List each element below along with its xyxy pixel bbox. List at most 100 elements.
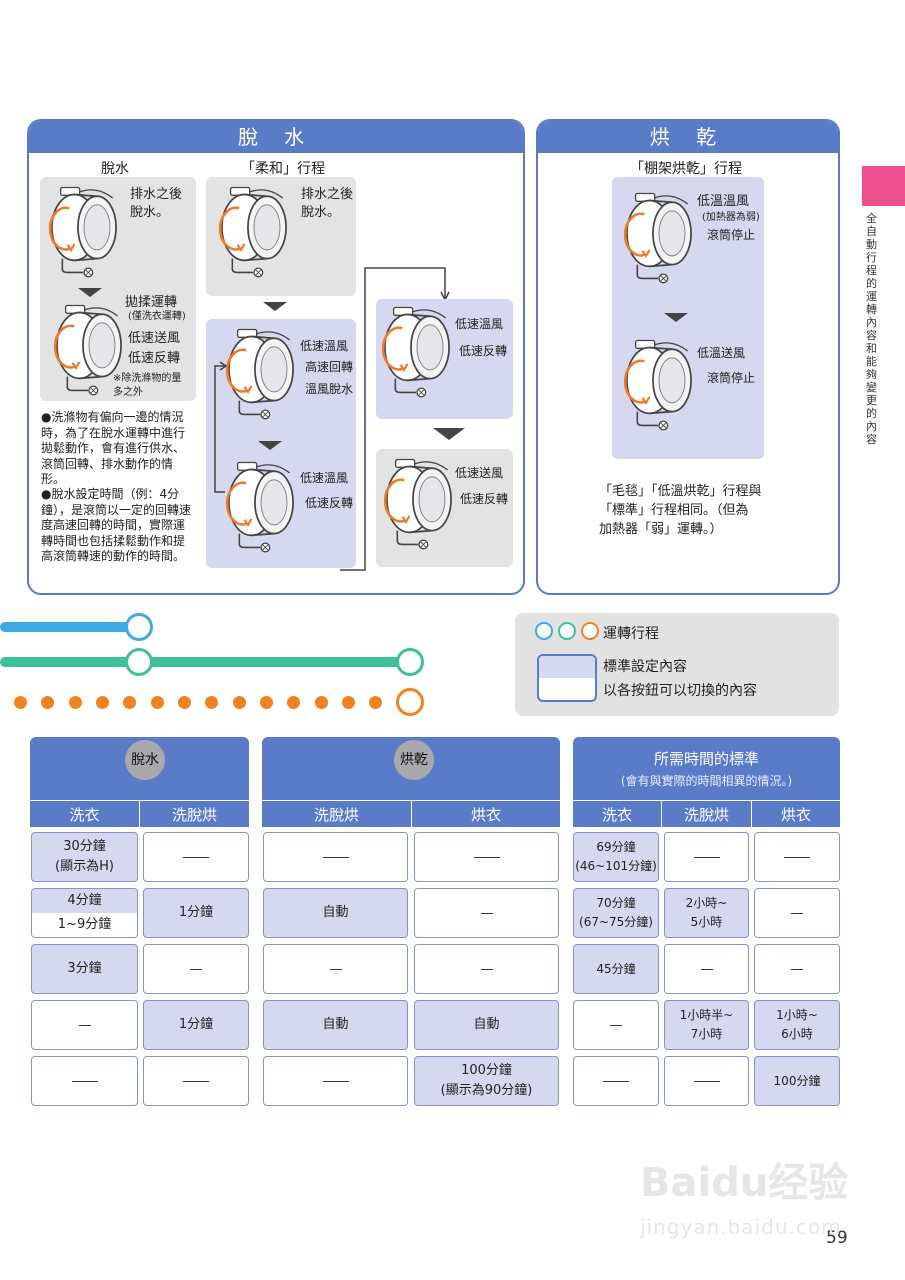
course-dot-orange <box>41 696 54 709</box>
dry-step2-b: 滾筒停止 <box>707 371 756 385</box>
time-col-wash-dry: 洗脫烘 <box>683 806 729 824</box>
down-arrow <box>263 302 287 311</box>
down-arrow <box>433 428 465 440</box>
dry-table-cell: 自動 <box>263 1000 408 1050</box>
down-arrow <box>78 288 102 297</box>
dry-table-cell <box>263 1056 408 1106</box>
dry-panel-title: 烘 乾 <box>538 121 838 153</box>
time-table-cell <box>754 944 840 994</box>
washer-illustration <box>620 333 698 433</box>
spin-col3-step2-b: 低速反轉 <box>460 492 509 506</box>
time-col-dry: 烘衣 <box>780 806 811 824</box>
section-tab <box>862 166 905 206</box>
spin-table-cell: 1分鐘 <box>143 1000 249 1050</box>
course-ring-green-1 <box>125 648 153 676</box>
time-table-cell <box>754 832 840 882</box>
time-table-cell: 70分鐘 (67~75分鐘) <box>573 888 659 938</box>
dry-table-cell <box>414 832 559 882</box>
spin-table-cell <box>31 1056 138 1106</box>
spin-note-1: ●洗滌物有偏向一邊的情況時，為了在脫水運轉中進行拋鬆動作，會有進行供水、滾筒回轉… <box>41 410 186 487</box>
section-tab-label: 全自動行程的運轉內容和能夠變更的內容 <box>866 212 877 446</box>
watermark-logo: Baidu经验 <box>640 1160 849 1206</box>
spin-col1-step2-sub: (僅洗衣運轉) <box>128 311 186 322</box>
time-table-cell: 45分鐘 <box>573 944 659 994</box>
spin-col2-step2-c: 溫風脫水 <box>305 382 354 396</box>
spin-col2-step2-a: 低速溫風 <box>300 339 349 353</box>
course-ring-green-2 <box>396 648 424 676</box>
spin-col1-step2-text2: 低速送風 <box>128 331 181 346</box>
down-arrow <box>258 441 282 450</box>
time-table-cell <box>664 1056 749 1106</box>
spin-col1-step2-text1: 拋揉運轉 <box>125 295 178 310</box>
time-table-cell: 69分鐘 (46~101分鐘) <box>573 832 659 882</box>
dry-table-cell <box>414 944 559 994</box>
header-col-divider <box>661 800 662 827</box>
spin-col3-step1-a: 低速溫風 <box>455 317 504 331</box>
legend-ring-green <box>558 622 576 640</box>
course-dot-orange <box>342 696 355 709</box>
legend-item-switchable: 以各按鈕可以切換的內容 <box>603 683 757 699</box>
dry-step1-sub: (加熱器為弱) <box>702 212 760 223</box>
legend-item-course: 運轉行程 <box>603 626 659 642</box>
course-end-ring-blue <box>125 613 153 641</box>
course-dot-orange <box>233 696 246 709</box>
legend-ring-orange <box>581 622 599 640</box>
dry-col-wash-dry: 洗脫烘 <box>313 806 359 824</box>
time-table-header <box>573 737 840 827</box>
washer-illustration <box>380 452 458 552</box>
dry-table-cell <box>263 944 408 994</box>
time-table-cell: 2小時~ 5小時 <box>664 888 749 938</box>
spin-col1-step2-note: ※除洗滌物的量 多之外 <box>113 373 182 398</box>
spin-table-cell <box>143 832 249 882</box>
time-table-cell: 100分鐘 <box>754 1056 840 1106</box>
time-table-cell <box>664 832 749 882</box>
course-dot-orange <box>178 696 191 709</box>
spin-col3-step1-b: 低速反轉 <box>459 344 508 358</box>
dry-step1-a: 低溫溫風 <box>697 194 750 209</box>
page-number: 59 <box>826 1228 848 1248</box>
spin-table-cell: 1分鐘 <box>143 888 249 938</box>
spin-col1-heading: 脫水 <box>101 161 129 177</box>
spin-panel-title: 脫 水 <box>29 121 523 153</box>
time-table-cell: 1小時半~ 7小時 <box>664 1000 749 1050</box>
course-dot-orange <box>287 696 300 709</box>
course-end-ring-orange <box>396 688 424 716</box>
course-line-green <box>0 657 410 667</box>
dry-heading: 「棚架烘乾」行程 <box>630 161 742 177</box>
time-table-cell <box>754 888 840 938</box>
dry-table-cell <box>263 832 408 882</box>
spin-table-cell <box>143 1056 249 1106</box>
dry-table-badge: 烘乾 <box>394 740 434 780</box>
course-dot-orange <box>369 696 382 709</box>
course-dot-orange <box>123 696 136 709</box>
washer-illustration <box>45 180 123 280</box>
legend-swatch <box>537 654 597 702</box>
spin-col2-step3-b: 低速反轉 <box>305 496 354 510</box>
washer-illustration <box>620 186 698 286</box>
time-table-cell <box>573 1000 659 1050</box>
legend-ring-blue <box>535 622 553 640</box>
washer-illustration <box>378 300 456 400</box>
spin-table-cell <box>31 1000 138 1050</box>
time-col-wash: 洗衣 <box>601 806 632 824</box>
time-table-cell: 1小時~ 6小時 <box>754 1000 840 1050</box>
watermark-url: jingyan.baidu.com <box>640 1215 842 1239</box>
course-dot-orange <box>69 696 82 709</box>
course-dot-orange <box>14 696 27 709</box>
dry-step1-b: 滾筒停止 <box>707 228 756 242</box>
legend: 運轉行程 標準設定內容 以各按鈕可以切換的內容 <box>515 613 839 716</box>
course-dot-orange <box>151 696 164 709</box>
dry-table-cell: 自動 <box>414 1000 559 1050</box>
down-arrow <box>664 313 688 322</box>
course-dot-orange <box>315 696 328 709</box>
course-dot-orange <box>96 696 109 709</box>
legend-item-standard: 標準設定內容 <box>603 659 687 675</box>
loop-arrow <box>214 267 450 571</box>
spin-col1-step1-text: 排水之後 脫水。 <box>130 187 183 220</box>
course-line-blue <box>0 622 140 632</box>
spin-table-cell: 3分鐘 <box>31 944 138 994</box>
dry-step2-a: 低溫送風 <box>697 346 746 360</box>
time-table-title: 所需時間的標準 <box>653 750 759 768</box>
spin-col-wash-dry: 洗脫烘 <box>171 806 217 824</box>
